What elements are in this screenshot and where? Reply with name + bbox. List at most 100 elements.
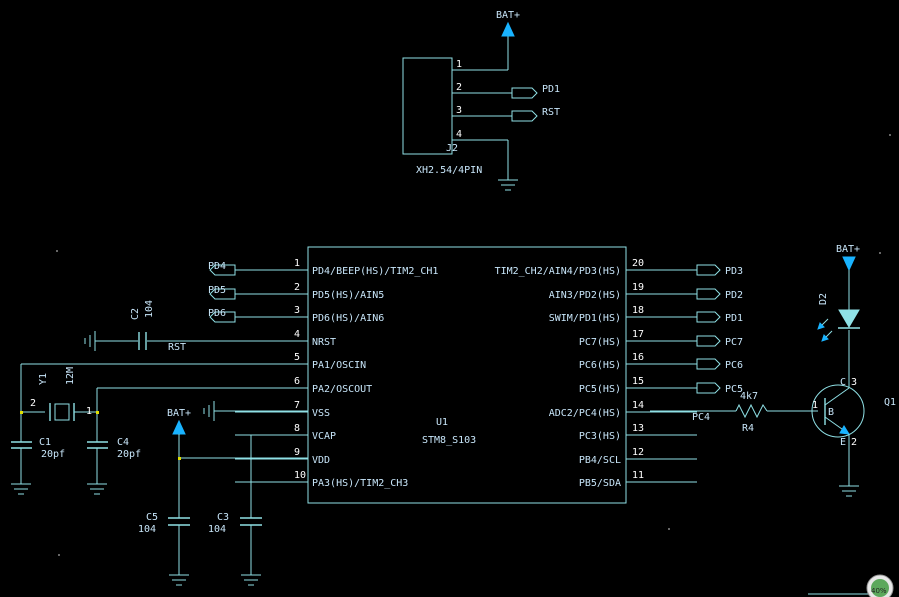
pin-number: 8 <box>294 423 300 434</box>
mcu-body <box>307 246 627 504</box>
pin-name: ADC2/PC4(HS) <box>549 408 621 419</box>
net-port-label: PD1 <box>725 313 743 324</box>
y1-value: 12M <box>65 367 76 385</box>
rst-net-label: RST <box>168 342 186 353</box>
crystal-y1: 2 1 Y1 12M <box>20 363 308 436</box>
port-rst-top <box>511 110 538 122</box>
pin-number: 17 <box>632 329 644 340</box>
j2-body <box>402 57 453 155</box>
capacitor-c5: C5 104 <box>138 512 190 586</box>
c4-ref: C4 <box>117 437 129 448</box>
bat-arrow-top <box>501 21 515 37</box>
mcu-right-pins: 20TIM2_CH2/AIN4/PD3(HS)PD319AIN3/PD2(HS)… <box>495 258 744 489</box>
net-port <box>209 288 236 300</box>
pin-name: PC6(HS) <box>579 360 621 371</box>
c2-value: 104 <box>144 300 155 318</box>
d2-ref: D2 <box>818 293 829 305</box>
c2-ref: C2 <box>130 308 141 320</box>
ground-symbol-c1 <box>11 483 31 495</box>
q1-pin-b: 1 <box>812 400 818 411</box>
pin-name: PC5(HS) <box>579 384 621 395</box>
j2-pin1-num: 1 <box>456 59 462 70</box>
port-rst-top-label: RST <box>542 107 560 118</box>
pc4-wiring: PC4 <box>650 410 736 423</box>
pin-number: 18 <box>632 305 644 316</box>
c3-value: 104 <box>208 524 226 535</box>
capacitor-c1: C1 20pf <box>11 436 65 495</box>
net-port <box>696 358 721 370</box>
grid-dots <box>56 134 891 556</box>
mcu-left-pins: 1PD4/BEEP(HS)/TIM2_CH1PD42PD5(HS)/AIN5PD… <box>208 258 438 489</box>
net-port-label: PD6 <box>208 308 226 319</box>
pin-name: PA2/OSCOUT <box>312 384 372 395</box>
ground-symbol-j2 <box>498 179 518 191</box>
j2-value: XH2.54/4PIN <box>416 165 482 176</box>
port-pd1-top-label: PD1 <box>542 84 560 95</box>
q1-pin-e: 2 <box>851 437 857 448</box>
mcu-ref: U1 <box>436 417 448 428</box>
pin-name: NRST <box>312 337 336 348</box>
c3-ref: C3 <box>217 512 229 523</box>
pin-number: 2 <box>294 282 300 293</box>
pin-name: PD5(HS)/AIN5 <box>312 290 384 301</box>
pin-number: 20 <box>632 258 644 269</box>
pin-number: 12 <box>632 447 644 458</box>
net-port <box>696 382 721 394</box>
pin-number: 7 <box>294 400 300 411</box>
net-port-label: PD2 <box>725 290 743 301</box>
net-port <box>696 311 721 323</box>
net-port-label: PD5 <box>208 285 226 296</box>
pin-number: 11 <box>632 470 644 481</box>
vdd-vcap-wiring: BAT+ <box>167 408 308 518</box>
pin-name: TIM2_CH2/AIN4/PD3(HS) <box>495 266 621 277</box>
led-d2: BAT+ D2 <box>817 244 860 342</box>
pin-name: PA3(HS)/TIM2_CH3 <box>312 478 408 489</box>
pin-name: SWIM/PD1(HS) <box>549 313 621 324</box>
pin-name: PB4/SCL <box>579 455 621 466</box>
pin-name: PB5/SDA <box>579 478 621 489</box>
net-port <box>209 264 236 276</box>
net-port <box>209 311 236 323</box>
pin-name: VCAP <box>312 431 336 442</box>
pin-number: 9 <box>294 447 300 458</box>
pin-number: 14 <box>632 400 644 411</box>
pin-number: 19 <box>632 282 644 293</box>
pin-number: 10 <box>294 470 306 481</box>
net-port-label: PC6 <box>725 360 743 371</box>
net-port <box>696 288 721 300</box>
connector-j2: 1 2 3 4 J2 XH2.54/4PIN PD1 RST BAT+ <box>402 10 560 191</box>
r4-ref: R4 <box>742 423 754 434</box>
pin-number: 1 <box>294 258 300 269</box>
j2-pin2-num: 2 <box>456 82 462 93</box>
pc4-net-label: PC4 <box>692 412 710 423</box>
bat-label-top: BAT+ <box>496 10 520 21</box>
ground-symbol-q1 <box>839 485 859 497</box>
pin-name: PC3(HS) <box>579 431 621 442</box>
ground-symbol-c2 <box>84 331 96 351</box>
transistor-q1: 1 B C 3 E 2 Q1 <box>811 330 896 486</box>
pin-name: PA1/OSCIN <box>312 360 366 371</box>
y1-ref: Y1 <box>38 373 49 385</box>
bat-arrow-right <box>842 256 856 272</box>
j2-pin3-num: 3 <box>456 105 462 116</box>
mcu-value: STM8_S103 <box>422 435 476 446</box>
zoom-badge[interactable]: 40% <box>808 574 894 597</box>
net-port <box>696 335 721 347</box>
pin-name: PC7(HS) <box>579 337 621 348</box>
